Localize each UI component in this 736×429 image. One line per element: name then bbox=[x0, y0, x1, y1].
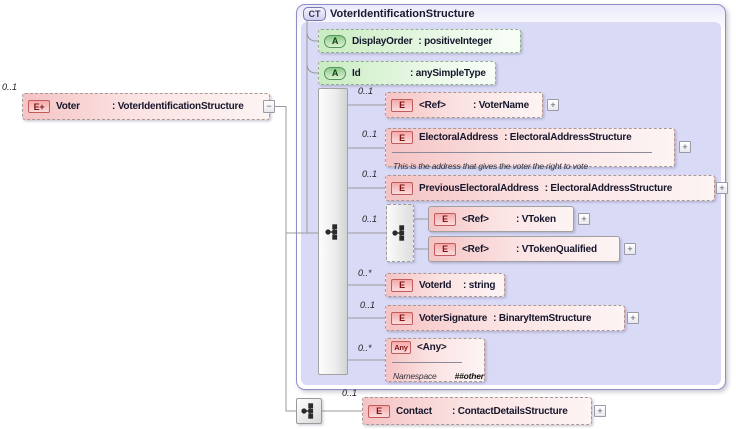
element-voterid[interactable]: E VoterId : string bbox=[385, 273, 505, 297]
element-name: <Any> bbox=[417, 342, 447, 353]
annotation-divider bbox=[392, 152, 652, 153]
contact-sequence-group[interactable] bbox=[296, 398, 322, 424]
namespace-value: ##other bbox=[454, 371, 485, 381]
any-icon: Any bbox=[391, 341, 411, 354]
element-type: : VTokenQualified bbox=[516, 243, 597, 255]
element-icon: E bbox=[434, 212, 456, 226]
attribute-icon: A bbox=[324, 66, 346, 80]
choice-icon bbox=[392, 225, 405, 241]
attribute-type: : positiveInteger bbox=[418, 35, 493, 47]
attribute-id[interactable]: A Id : anySimpleType bbox=[318, 61, 496, 85]
expand-toggle[interactable]: + bbox=[578, 213, 590, 225]
element-type: : BinaryItemStructure bbox=[493, 312, 592, 324]
cardinality-voter: 0..1 bbox=[2, 82, 18, 92]
attribute-displayorder[interactable]: A DisplayOrder : positiveInteger bbox=[318, 29, 521, 53]
element-any-wildcard[interactable]: Any <Any> Namespace ##other bbox=[385, 338, 485, 382]
collapse-toggle[interactable]: − bbox=[263, 100, 275, 113]
choice-group[interactable] bbox=[386, 204, 414, 262]
element-type: : ContactDetailsStructure bbox=[452, 405, 568, 417]
element-type: : ElectoralAddressStructure bbox=[544, 182, 673, 194]
element-name: Voter bbox=[56, 101, 80, 112]
element-type: : string bbox=[463, 279, 496, 291]
element-name: ElectoralAddress bbox=[419, 132, 499, 143]
sequence-icon bbox=[301, 403, 314, 419]
element-icon: E bbox=[368, 404, 390, 418]
element-name: PreviousElectoralAddress bbox=[419, 182, 539, 194]
element-icon: E bbox=[391, 278, 413, 292]
element-voter[interactable]: E+ Voter : VoterIdentificationStructure bbox=[22, 93, 270, 120]
element-contact[interactable]: E Contact : ContactDetailsStructure bbox=[362, 397, 592, 425]
element-icon: E bbox=[391, 131, 413, 144]
cardinality-any: 0..* bbox=[358, 343, 372, 353]
element-with-attributes-icon: E+ bbox=[28, 100, 50, 113]
expand-toggle[interactable]: + bbox=[594, 405, 606, 417]
element-name: <Ref> bbox=[419, 99, 446, 111]
attribute-name: Id bbox=[352, 67, 361, 79]
element-icon: E bbox=[391, 181, 413, 195]
cardinality-votersignature: 0..1 bbox=[360, 300, 376, 310]
cardinality-votername: 0..1 bbox=[358, 86, 374, 96]
sequence-bar[interactable] bbox=[318, 88, 348, 375]
sequence-icon bbox=[325, 223, 338, 240]
cardinality-voterid: 0..* bbox=[358, 268, 372, 278]
element-name: VoterSignature bbox=[419, 312, 488, 324]
namespace-label: Namespace bbox=[393, 371, 437, 381]
expand-toggle[interactable]: + bbox=[624, 243, 636, 255]
expand-toggle[interactable]: + bbox=[716, 182, 728, 194]
element-previouselectoraladdress[interactable]: E PreviousElectoralAddress : ElectoralAd… bbox=[385, 175, 715, 201]
expand-toggle[interactable]: + bbox=[547, 99, 559, 111]
attribute-name: DisplayOrder bbox=[352, 35, 413, 47]
element-type: : VoterName bbox=[473, 99, 529, 111]
element-type: : VToken bbox=[516, 213, 556, 225]
expand-toggle[interactable]: + bbox=[679, 141, 691, 153]
element-ref-votername[interactable]: E <Ref> : VoterName bbox=[385, 92, 543, 118]
element-name: <Ref> bbox=[462, 213, 489, 225]
element-name: VoterId bbox=[419, 279, 452, 291]
expand-toggle[interactable]: + bbox=[627, 312, 639, 324]
element-annotation: This is the address that gives the voter… bbox=[393, 161, 588, 171]
cardinality-electoraladdress: 0..1 bbox=[362, 129, 378, 139]
complextype-icon: CT bbox=[303, 7, 326, 21]
element-electoraladdress[interactable]: E ElectoralAddress : ElectoralAddressStr… bbox=[385, 128, 675, 171]
element-name: <Ref> bbox=[462, 243, 489, 255]
element-ref-vtokenqualified[interactable]: E <Ref> : VTokenQualified bbox=[428, 236, 620, 262]
cardinality-choice: 0..1 bbox=[362, 214, 378, 224]
element-type: : VoterIdentificationStructure bbox=[112, 101, 244, 112]
element-name: Contact bbox=[396, 405, 432, 417]
element-ref-vtoken[interactable]: E <Ref> : VToken bbox=[428, 206, 574, 232]
namespace-divider bbox=[392, 362, 462, 363]
element-icon: E bbox=[391, 311, 413, 325]
cardinality-previouselectoraladdress: 0..1 bbox=[362, 169, 378, 179]
element-type: : ElectoralAddressStructure bbox=[504, 132, 632, 143]
attribute-icon: A bbox=[324, 34, 346, 48]
element-votersignature[interactable]: E VoterSignature : BinaryItemStructure bbox=[385, 305, 625, 331]
attribute-type: : anySimpleType bbox=[410, 67, 486, 79]
complextype-title: VoterIdentificationStructure bbox=[330, 8, 475, 20]
element-icon: E bbox=[391, 98, 413, 112]
element-icon: E bbox=[434, 242, 456, 256]
cardinality-contact: 0..1 bbox=[342, 388, 358, 398]
